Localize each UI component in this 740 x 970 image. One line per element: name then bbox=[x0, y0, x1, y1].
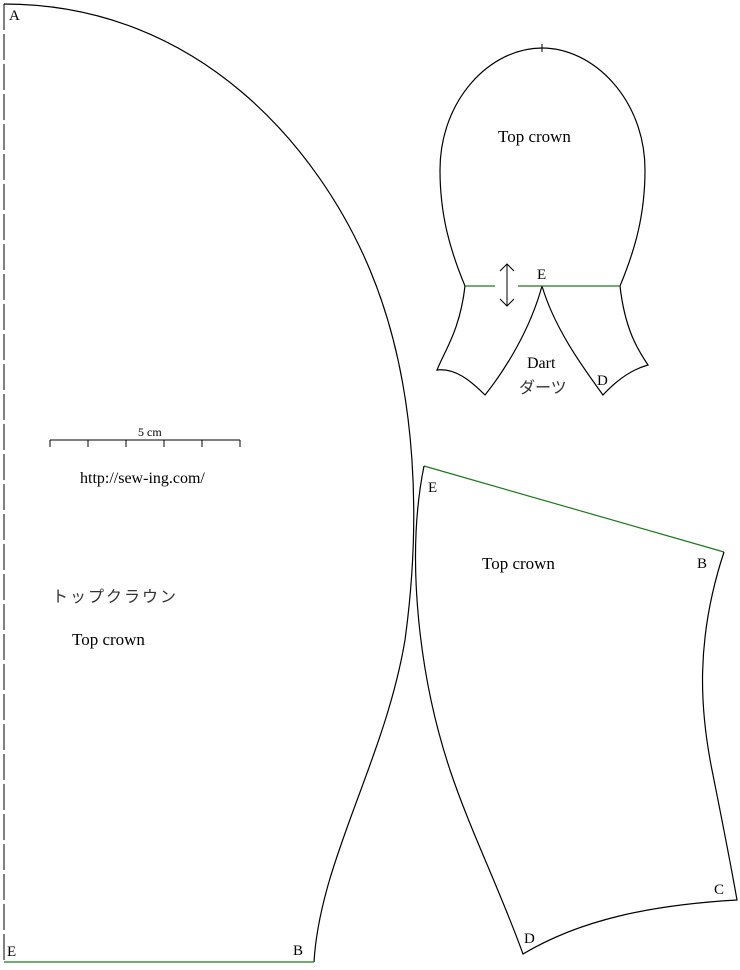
scale-bar-label: 5 cm bbox=[138, 425, 162, 439]
double-arrow-icon bbox=[499, 263, 515, 307]
point-label-b-main: B bbox=[293, 943, 303, 959]
point-label-c: C bbox=[714, 882, 724, 898]
main-piece-label-en: Top crown bbox=[72, 630, 145, 649]
point-label-e-side: E bbox=[428, 480, 437, 496]
main-piece-outline bbox=[3, 3, 415, 963]
main-piece-label-jp: トップクラウン bbox=[52, 587, 178, 606]
point-label-a: A bbox=[9, 8, 20, 24]
small-pattern-piece: Top crown E D Dart ダーツ bbox=[436, 44, 649, 397]
website-url: http://sew-ing.com/ bbox=[80, 470, 205, 487]
small-piece-title: Top crown bbox=[498, 127, 571, 146]
point-label-d-side: D bbox=[524, 931, 535, 947]
point-label-e-small: E bbox=[537, 267, 546, 283]
side-piece-top-seam bbox=[423, 465, 725, 553]
side-piece-title: Top crown bbox=[482, 554, 555, 573]
small-piece-right-outline bbox=[541, 47, 649, 396]
side-piece-outline bbox=[415, 465, 738, 955]
small-piece-left-outline bbox=[436, 47, 543, 396]
point-label-d-small: D bbox=[597, 373, 608, 389]
dart-label-en: Dart bbox=[527, 355, 556, 372]
dart-label-jp: ダーツ bbox=[519, 378, 567, 397]
point-label-b-side: B bbox=[697, 556, 707, 572]
point-label-e-main: E bbox=[7, 944, 16, 960]
main-pattern-piece: A E B トップクラウン Top crown bbox=[3, 3, 415, 963]
side-pattern-piece: Top crown E B C D bbox=[415, 465, 738, 955]
scale-bar: 5 cm bbox=[49, 425, 241, 447]
